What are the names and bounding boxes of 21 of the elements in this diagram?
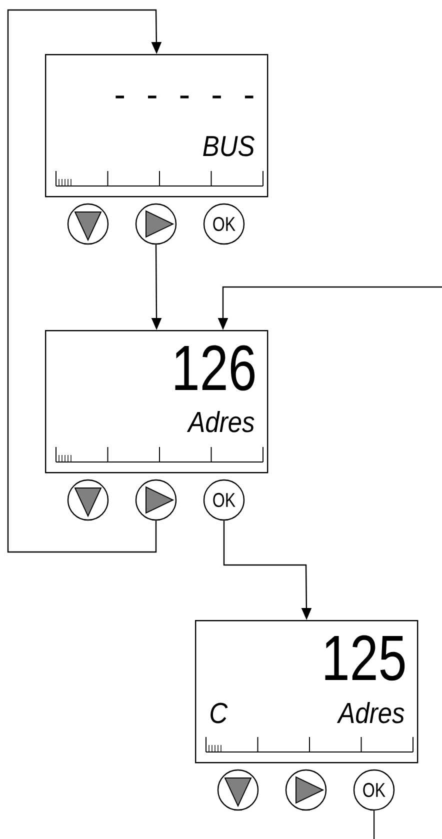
down-button xyxy=(67,203,109,245)
lcd-screen xyxy=(195,620,418,764)
display-label: BUS xyxy=(203,136,255,156)
arrow xyxy=(7,9,162,553)
line xyxy=(373,810,375,839)
lcd-screen xyxy=(45,54,268,198)
right-button xyxy=(135,203,177,245)
right-button xyxy=(135,479,177,521)
display-label: C xyxy=(210,702,228,724)
lcd-screen xyxy=(45,330,268,474)
display-value: - - - - - xyxy=(116,96,254,98)
ok-button: OK xyxy=(203,203,245,245)
display-label: Adres xyxy=(336,702,404,724)
display-value: 125 xyxy=(325,635,405,681)
display-label: Adres xyxy=(186,411,254,432)
display-value: 126 xyxy=(175,345,255,391)
right-button xyxy=(285,769,327,811)
down-button xyxy=(67,479,109,521)
ok-button: OK xyxy=(203,479,245,521)
ok-button: OK xyxy=(353,769,395,811)
down-button xyxy=(217,769,259,811)
